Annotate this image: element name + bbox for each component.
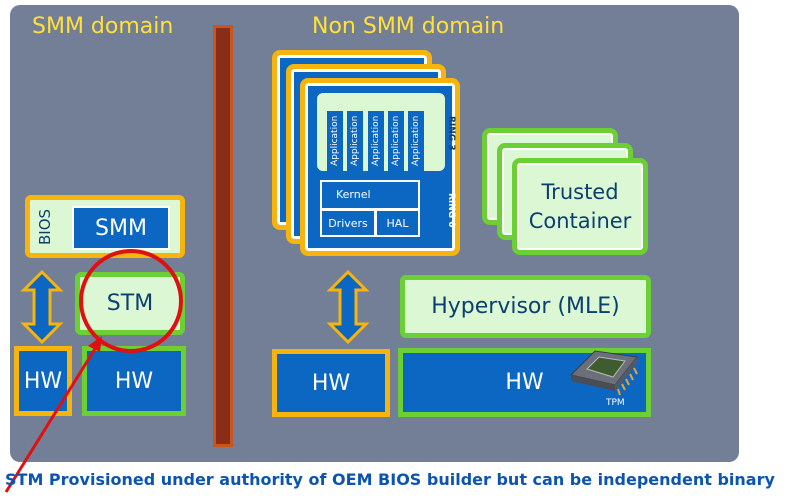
double-arrow-icon — [326, 270, 370, 344]
stm-highlight-annotation — [4, 249, 183, 493]
kernel-box: Kernel — [320, 180, 420, 210]
hal-box: HAL — [375, 209, 420, 237]
caption: STM Provisioned under authority of OEM B… — [5, 470, 775, 489]
arrow-head-icon — [88, 336, 102, 352]
tpm-chip-icon — [570, 350, 638, 396]
hypervisor-box: Hypervisor (MLE) — [400, 275, 651, 338]
highlight-circle — [79, 249, 183, 353]
ring3-area: Application Application Application Appl… — [317, 93, 445, 171]
double-arrow-icon — [20, 270, 64, 344]
domain-divider — [213, 25, 233, 447]
tpm-label: TPM — [606, 398, 625, 408]
application-box: Application — [388, 111, 404, 171]
application-box: Application — [368, 111, 384, 171]
non-smm-domain-title: Non SMM domain — [312, 14, 505, 39]
drivers-box: Drivers — [320, 209, 376, 237]
trusted-container-front: Trusted Container — [512, 158, 648, 255]
ring3-label: RING 3 — [446, 115, 456, 151]
stm-box: STM — [75, 272, 185, 335]
application-box: Application — [327, 111, 343, 171]
application-box: Application — [408, 111, 424, 171]
smm-box: SMM — [72, 206, 170, 250]
os-window-front: Application Application Application Appl… — [300, 78, 460, 256]
hw-box-smm-right: HW — [82, 346, 186, 416]
smm-domain-title: SMM domain — [32, 14, 174, 39]
application-box: Application — [347, 111, 363, 171]
pointer-arrow-line — [4, 343, 100, 493]
hw-box-non-smm-left: HW — [272, 349, 390, 417]
bios-box: BIOS SMM — [25, 195, 185, 258]
ring0-label: RING 0 — [446, 193, 456, 228]
hw-box-smm-left: HW — [14, 346, 72, 416]
